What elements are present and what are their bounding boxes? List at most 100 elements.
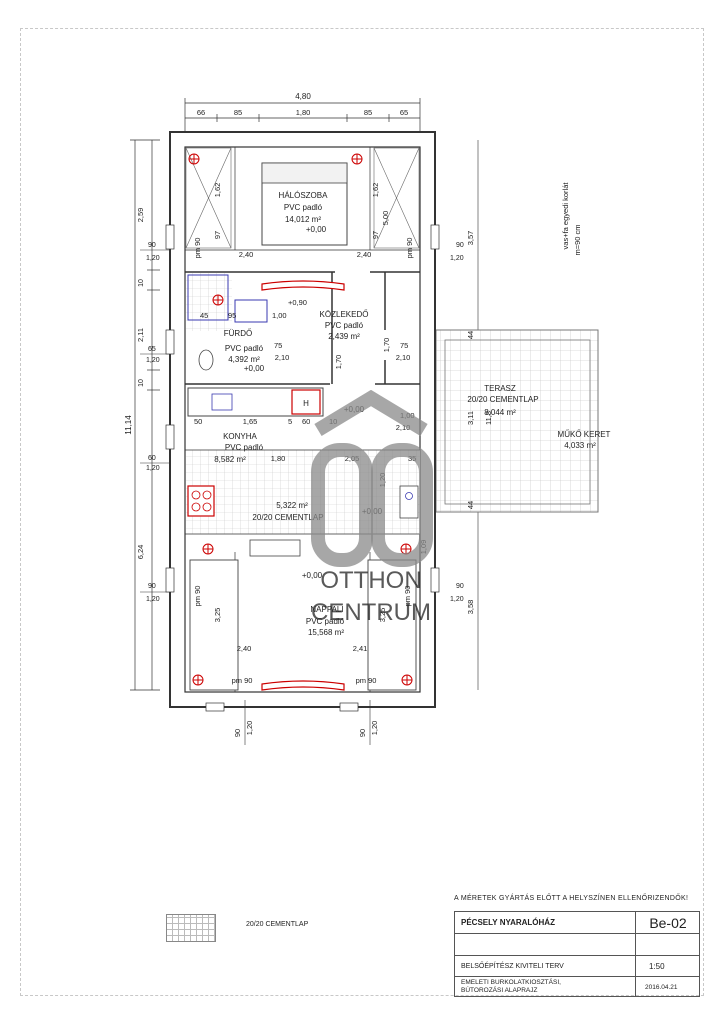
terrace-dims: 44 3,11 11,8 44 bbox=[466, 331, 493, 509]
svg-text:5: 5 bbox=[288, 417, 292, 426]
washbasin bbox=[234, 299, 268, 323]
drawing-title-2: BÚTOROZÁSI ALAPRAJZ bbox=[461, 987, 538, 994]
scale: 1:50 bbox=[649, 961, 665, 971]
svg-text:1,20: 1,20 bbox=[146, 255, 160, 262]
watermark-logo: OTTHON CENTRUM bbox=[311, 390, 433, 626]
dim-left-total: 11,14 bbox=[124, 415, 133, 435]
svg-text:4,392 m²: 4,392 m² bbox=[228, 355, 260, 364]
window-openings bbox=[165, 224, 440, 712]
svg-text:1,80: 1,80 bbox=[271, 454, 286, 463]
railing-note-1: vas+fa egyedi korlát bbox=[561, 182, 570, 250]
svg-text:1,20: 1,20 bbox=[146, 357, 160, 364]
svg-text:2,40: 2,40 bbox=[357, 250, 372, 259]
svg-text:60: 60 bbox=[302, 417, 310, 426]
svg-text:1,65: 1,65 bbox=[243, 417, 258, 426]
svg-text:2,41: 2,41 bbox=[353, 644, 368, 653]
phase: BELSŐÉPÍTÉSZ KIVITELI TERV bbox=[461, 962, 564, 970]
svg-text:50: 50 bbox=[194, 417, 202, 426]
left-dimensions bbox=[130, 139, 160, 691]
dim-top-3: 1,80 bbox=[296, 108, 311, 117]
watermark-line2: CENTRUM bbox=[311, 599, 431, 626]
svg-text:20/20 CEMENTLAP: 20/20 CEMENTLAP bbox=[467, 395, 538, 404]
bedroom-wardrobes bbox=[185, 147, 420, 249]
svg-text:2,10: 2,10 bbox=[275, 353, 290, 362]
railing-note-2: m=90 cm bbox=[573, 224, 582, 255]
title-row-project: PÉCSELY NYARALÓHÁZ Be-02 bbox=[455, 912, 699, 934]
svg-text:3,25: 3,25 bbox=[213, 608, 222, 623]
sofa-left bbox=[189, 559, 239, 691]
fridge-label: H bbox=[303, 399, 309, 408]
svg-text:44: 44 bbox=[466, 331, 475, 339]
interior-walls bbox=[185, 271, 420, 385]
sofa-right bbox=[367, 559, 417, 691]
cooktop-burners bbox=[191, 490, 212, 512]
entry-floor: 20/20 CEMENTLAP bbox=[252, 513, 323, 522]
terrace-inner-border bbox=[444, 339, 591, 505]
svg-text:pm 90: pm 90 bbox=[403, 586, 412, 607]
svg-text:75: 75 bbox=[400, 341, 408, 350]
room-name-bathroom: FÜRDŐ bbox=[224, 329, 252, 338]
dim-left-3: 2,11 bbox=[136, 328, 145, 342]
sink-drain bbox=[405, 492, 413, 500]
svg-text:90: 90 bbox=[456, 583, 464, 590]
room-name-kitchen: KONYHA bbox=[223, 432, 257, 441]
bottom-dim-leaders bbox=[244, 700, 371, 745]
title-row-empty bbox=[455, 934, 699, 956]
svg-text:1,62: 1,62 bbox=[371, 183, 380, 198]
svg-text:pm 90: pm 90 bbox=[405, 238, 414, 259]
svg-text:3,25: 3,25 bbox=[378, 608, 387, 623]
svg-text:PVC padló: PVC padló bbox=[306, 617, 345, 626]
svg-text:+0,00: +0,00 bbox=[306, 225, 327, 234]
project-name: PÉCSELY NYARALÓHÁZ bbox=[461, 918, 555, 927]
svg-text:90: 90 bbox=[148, 242, 156, 249]
dim-bottom-right-1: 90 bbox=[358, 729, 367, 737]
dim-overall-width: 4,80 bbox=[295, 92, 311, 101]
svg-text:1,62: 1,62 bbox=[213, 183, 222, 198]
svg-text:97: 97 bbox=[213, 231, 222, 239]
svg-text:+0,00: +0,00 bbox=[302, 571, 323, 580]
room-name-bedroom: HÁLÓSZOBA bbox=[279, 191, 329, 200]
svg-text:PVC padló: PVC padló bbox=[225, 344, 264, 353]
room-name-frame: MŰKŐ KERET bbox=[558, 430, 611, 439]
svg-text:60: 60 bbox=[148, 455, 156, 462]
dim-left-4: 10 bbox=[138, 379, 145, 387]
socket-symbols bbox=[188, 153, 413, 686]
terrace-area bbox=[435, 329, 599, 513]
svg-text:pm 90: pm 90 bbox=[193, 238, 202, 259]
sheet-code: Be-02 bbox=[649, 914, 687, 931]
svg-text:8,044 m²: 8,044 m² bbox=[484, 408, 516, 417]
dim-bottom-left-1: 90 bbox=[233, 729, 242, 737]
left-window-dims: 90 1,20 65 1,20 60 1,20 90 1,20 bbox=[146, 242, 160, 603]
svg-text:11,8: 11,8 bbox=[484, 411, 493, 425]
svg-text:2,439 m²: 2,439 m² bbox=[328, 332, 360, 341]
svg-text:65: 65 bbox=[148, 346, 156, 353]
drawing-title-1: EMELETI BURKOLATKIOSZTÁSI, bbox=[461, 979, 561, 986]
bed-pillows bbox=[261, 162, 348, 184]
svg-text:90: 90 bbox=[456, 242, 464, 249]
svg-text:1,20: 1,20 bbox=[146, 596, 160, 603]
sheet-border bbox=[20, 28, 704, 996]
dim-bottom-right-2: 1,20 bbox=[370, 721, 379, 736]
dim-bottom-left-2: 1,20 bbox=[245, 721, 254, 736]
svg-text:1,70: 1,70 bbox=[382, 338, 391, 353]
room-name-corridor: KÖZLEKEDŐ bbox=[320, 310, 369, 319]
svg-text:95: 95 bbox=[228, 311, 236, 320]
radiators bbox=[261, 280, 345, 691]
utility-sink bbox=[399, 485, 419, 519]
top-dimensions bbox=[184, 98, 421, 132]
svg-text:97: 97 bbox=[371, 231, 380, 239]
dim-right-b: 3,58 bbox=[466, 600, 475, 615]
dim-left-5: 6,24 bbox=[136, 545, 145, 560]
right-window-dims: 90 1,20 90 1,20 bbox=[450, 242, 464, 603]
legend-swatch-cement-tile bbox=[166, 914, 216, 942]
svg-text:8,582 m²: 8,582 m² bbox=[214, 455, 246, 464]
svg-text:2,40: 2,40 bbox=[239, 250, 254, 259]
cooktop bbox=[187, 485, 215, 517]
svg-text:pm 90: pm 90 bbox=[193, 586, 202, 607]
svg-text:5,00: 5,00 bbox=[381, 211, 390, 226]
svg-text:pm 90: pm 90 bbox=[232, 676, 253, 685]
title-block: PÉCSELY NYARALÓHÁZ Be-02 BELSŐÉPÍTÉSZ KI… bbox=[454, 911, 700, 997]
svg-text:45: 45 bbox=[200, 311, 208, 320]
svg-text:PVC padló: PVC padló bbox=[225, 443, 264, 452]
svg-text:1,20: 1,20 bbox=[146, 465, 160, 472]
